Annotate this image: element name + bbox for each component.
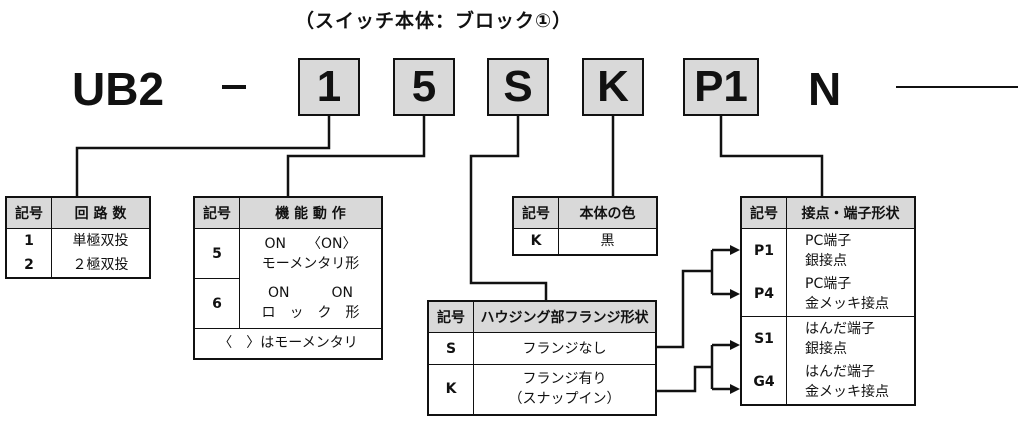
terminal-g4-line1: はんだ端子 <box>805 364 875 380</box>
code-box-housing: S <box>487 58 549 116</box>
terminal-table: 記号 接点・端子形状 P1 PC端子 銀接点 P4 PC端子 金メッキ接点 S1… <box>740 196 916 406</box>
terminal-g4-line2: 金メッキ接点 <box>805 384 889 400</box>
terminal-code-p4: P4 <box>740 272 787 317</box>
housing-code-k: K <box>427 364 474 415</box>
diagram-title: （スイッチ本体：ブロック①） <box>295 10 573 32</box>
connector-housing <box>469 116 548 300</box>
function-code-6: 6 <box>193 278 240 329</box>
function-desc-5: ON 〈ON〉 モーメンタリ形 <box>239 228 383 279</box>
function-6-line1: ON ON <box>268 285 353 302</box>
terminal-p1-line1: PC端子 <box>805 232 852 249</box>
function-code-5: 5 <box>193 228 240 279</box>
circuit-header-label: 回 路 数 <box>51 196 151 229</box>
connector-terminal <box>719 116 824 196</box>
terminal-p1-line2: 銀接点 <box>805 252 847 269</box>
connector-circuit <box>75 116 331 196</box>
terminal-desc-s1: はんだ端子 銀接点 <box>786 316 916 361</box>
terminal-header-code: 記号 <box>740 196 787 229</box>
model-dash <box>222 85 246 89</box>
function-5-line1: ON 〈ON〉 <box>264 235 357 252</box>
function-note: 〈 〉はモーメンタリ <box>193 328 383 359</box>
color-code-k: K <box>512 228 559 255</box>
connector-s-to-p <box>657 269 712 349</box>
circuit-label-2: ２極双投 <box>72 257 129 273</box>
code-box-circuit: 1 <box>298 58 360 116</box>
function-header-label: 機 能 動 作 <box>239 196 383 229</box>
arrow-p1 <box>730 245 740 255</box>
model-suffix: N <box>808 63 842 115</box>
circuit-labels: 単極双投 ２極双投 <box>51 228 151 279</box>
terminal-p4-line1: PC端子 <box>805 276 852 293</box>
housing-header-label: ハウジング部フランジ形状 <box>473 300 657 333</box>
terminal-desc-p4: PC端子 金メッキ接点 <box>786 272 916 317</box>
housing-code-s: S <box>427 332 474 365</box>
circuit-header-code: 記号 <box>5 196 52 229</box>
model-continuation-line <box>896 86 1018 88</box>
function-desc-6: ON ON ロ ッ ク 形 <box>239 278 383 329</box>
connector-function <box>286 116 426 196</box>
code-box-color: K <box>582 58 644 116</box>
housing-k-line2: （スナップイン） <box>508 391 621 408</box>
circuit-table: 記号 回 路 数 1 2 単極双投 ２極双投 <box>5 196 151 279</box>
terminal-desc-g4: はんだ端子 金メッキ接点 <box>786 360 916 405</box>
code-box-function: 5 <box>393 58 455 116</box>
terminal-code-s1: S1 <box>740 316 787 361</box>
function-table: 記号 機 能 動 作 5 ON 〈ON〉 モーメンタリ形 6 ON ON ロ ッ… <box>193 196 383 360</box>
terminal-desc-p1: PC端子 銀接点 <box>786 228 916 273</box>
code-box-terminal: P1 <box>683 58 759 116</box>
color-label-black: 黒 <box>558 228 658 255</box>
terminal-code-p1: P1 <box>740 228 787 273</box>
arrow-p4 <box>730 289 740 299</box>
color-header-label: 本体の色 <box>558 196 658 229</box>
terminal-s1-line2: 銀接点 <box>805 340 847 357</box>
circuit-code-1: 1 <box>24 233 34 249</box>
function-5-line2: モーメンタリ形 <box>261 255 360 272</box>
terminal-p4-line2: 金メッキ接点 <box>805 296 889 313</box>
connector-k-to-sg <box>657 365 712 393</box>
circuit-code-2: 2 <box>24 257 34 273</box>
terminal-header-label: 接点・端子形状 <box>786 196 916 229</box>
housing-table: 記号 ハウジング部フランジ形状 S フランジなし K フランジ有り （スナップイ… <box>427 300 657 416</box>
function-header-code: 記号 <box>193 196 240 229</box>
color-header-code: 記号 <box>512 196 559 229</box>
circuit-codes: 1 2 <box>5 228 52 279</box>
model-prefix: UB2 <box>72 63 165 115</box>
arrow-s1 <box>730 340 740 350</box>
housing-desc-s: フランジなし <box>473 332 657 365</box>
function-6-line2: ロ ッ ク 形 <box>261 305 360 322</box>
color-table: 記号 本体の色 K 黒 <box>512 196 658 256</box>
circuit-label-1: 単極双投 <box>72 233 129 249</box>
housing-k-line1: フランジ有り <box>522 371 607 388</box>
arrow-g4 <box>730 384 740 394</box>
terminal-s1-line1: はんだ端子 <box>805 320 875 337</box>
housing-desc-k: フランジ有り （スナップイン） <box>473 364 657 415</box>
housing-header-code: 記号 <box>427 300 474 333</box>
terminal-code-g4: G4 <box>740 360 787 405</box>
